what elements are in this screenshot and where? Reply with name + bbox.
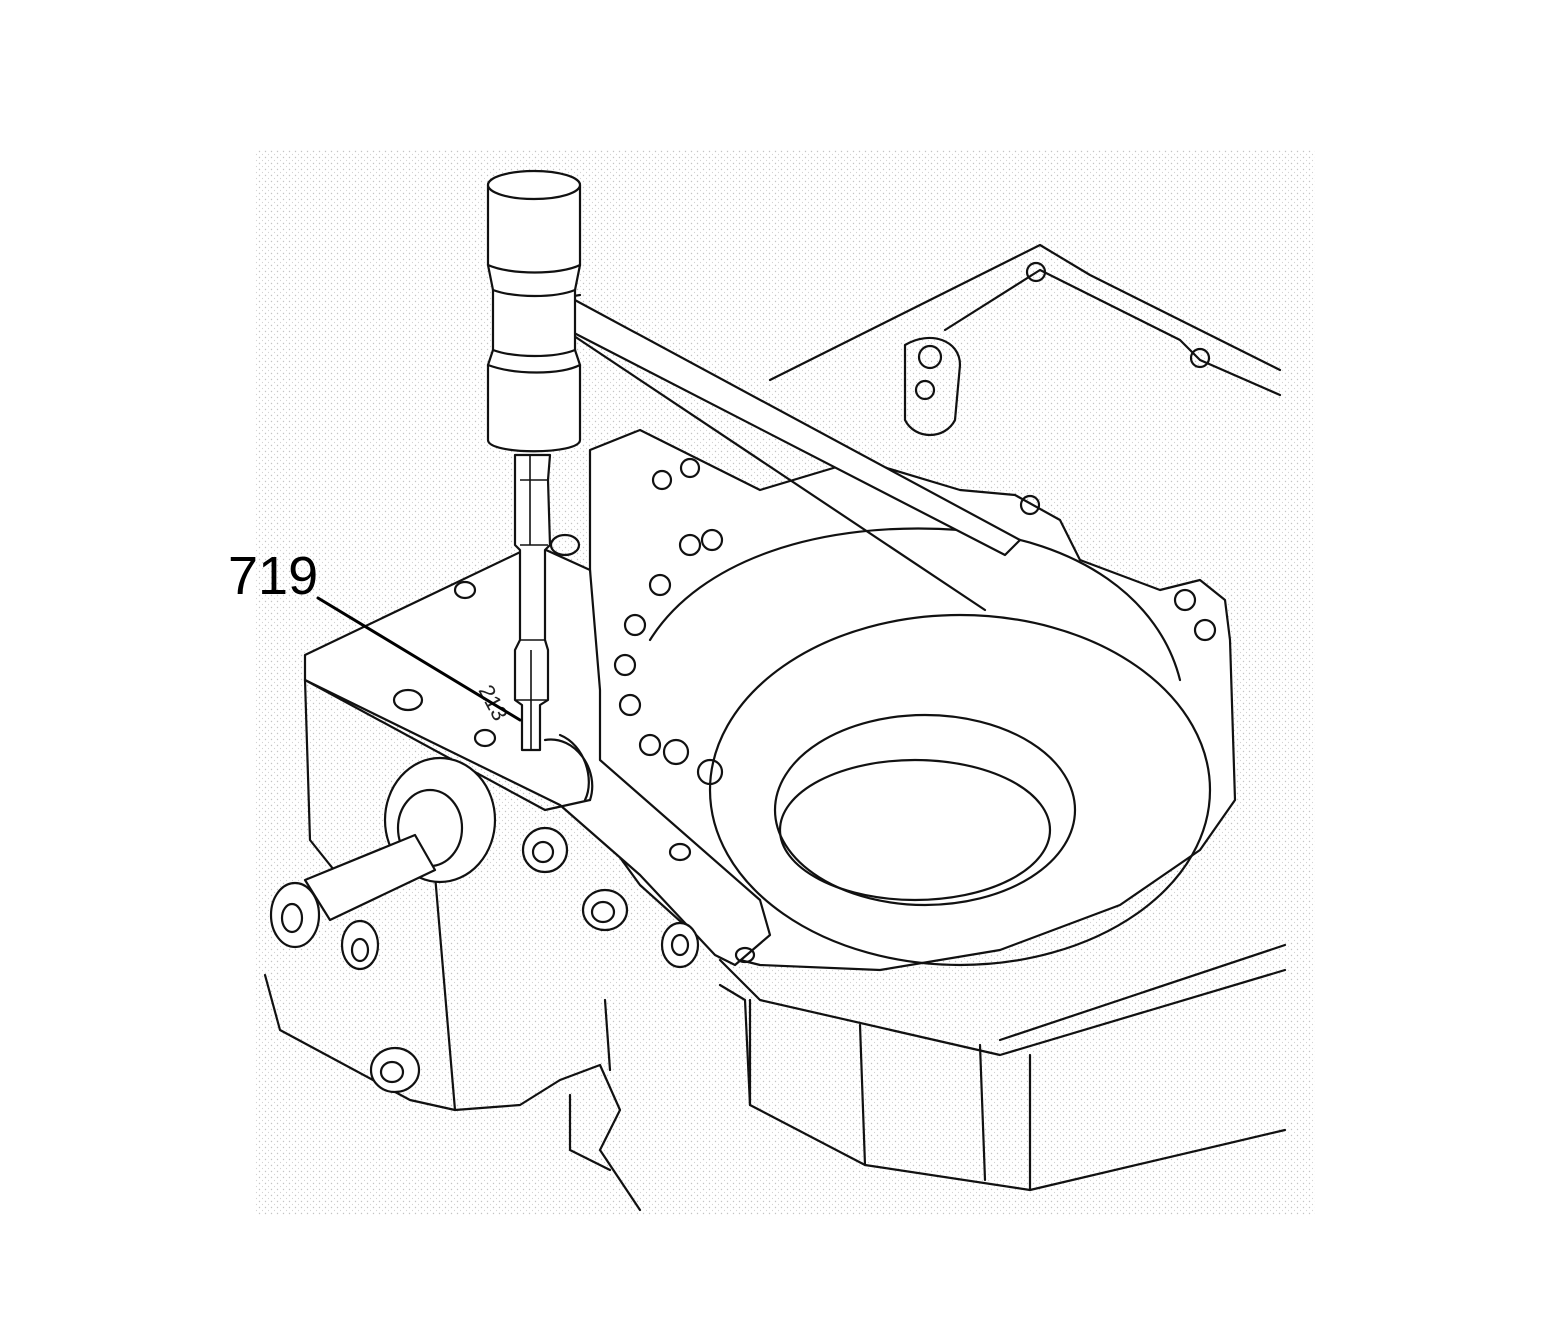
callout-leader-line bbox=[316, 596, 522, 722]
callout-719: 719 bbox=[228, 546, 522, 722]
tool-handle bbox=[486, 172, 582, 453]
tool-shank bbox=[513, 453, 552, 752]
lower-housing bbox=[263, 973, 642, 1212]
shaft-bosses bbox=[269, 756, 700, 1094]
t-handle-tool bbox=[486, 169, 1022, 752]
bolt-hole-ring bbox=[613, 344, 1217, 786]
rear-gasket-outline bbox=[768, 243, 1282, 382]
transmission-case bbox=[263, 243, 1287, 1212]
bore-opening bbox=[773, 713, 1077, 907]
case-skirt bbox=[718, 958, 1287, 1057]
outer-bore-ring bbox=[708, 613, 1212, 967]
front-cover-plate bbox=[303, 543, 772, 967]
callout-label-719: 719 bbox=[228, 546, 318, 606]
